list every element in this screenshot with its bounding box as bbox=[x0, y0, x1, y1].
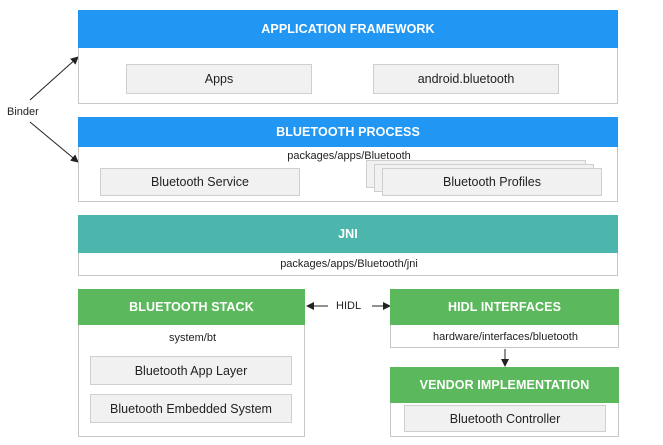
jni-header: JNI bbox=[78, 215, 618, 253]
apps-box: Apps bbox=[126, 64, 312, 94]
android-bluetooth-box: android.bluetooth bbox=[373, 64, 559, 94]
jni-path: packages/apps/Bluetooth/jni bbox=[280, 258, 418, 270]
app-framework-layer: APPLICATION FRAMEWORK Apps android.bluet… bbox=[78, 10, 618, 104]
hidl-interfaces-header: HIDL INTERFACES bbox=[390, 289, 619, 325]
bluetooth-stack-header: BLUETOOTH STACK bbox=[78, 289, 305, 325]
bluetooth-process-path: packages/apps/Bluetooth bbox=[287, 150, 411, 162]
bluetooth-app-layer-box: Bluetooth App Layer bbox=[90, 356, 292, 385]
binder-arrow-down bbox=[29, 121, 79, 163]
hidl-interfaces-layer: HIDL INTERFACES hardware/interfaces/blue… bbox=[390, 289, 619, 348]
bluetooth-service-box: Bluetooth Service bbox=[100, 168, 300, 196]
bluetooth-process-header: BLUETOOTH PROCESS bbox=[78, 117, 618, 147]
hidl-label: HIDL bbox=[336, 300, 362, 312]
binder-arrow-up bbox=[29, 56, 79, 101]
bluetooth-stack-path: system/bt bbox=[168, 332, 217, 344]
bluetooth-stack-layer: BLUETOOTH STACK system/bt Bluetooth App … bbox=[78, 289, 305, 437]
bluetooth-controller-box: Bluetooth Controller bbox=[404, 405, 606, 432]
vendor-implementation-layer: VENDOR IMPLEMENTATION Bluetooth Controll… bbox=[390, 367, 619, 437]
bluetooth-process-layer: BLUETOOTH PROCESS packages/apps/Bluetoot… bbox=[78, 117, 618, 202]
hidl-interfaces-path: hardware/interfaces/bluetooth bbox=[433, 331, 578, 343]
vendor-implementation-header: VENDOR IMPLEMENTATION bbox=[390, 367, 619, 403]
bluetooth-profiles-box: Bluetooth Profiles bbox=[382, 168, 602, 196]
bluetooth-embedded-system-box: Bluetooth Embedded System bbox=[90, 394, 292, 423]
binder-label: Binder bbox=[7, 106, 39, 118]
jni-layer: JNI packages/apps/Bluetooth/jni bbox=[78, 215, 618, 276]
app-framework-header: APPLICATION FRAMEWORK bbox=[78, 10, 618, 48]
